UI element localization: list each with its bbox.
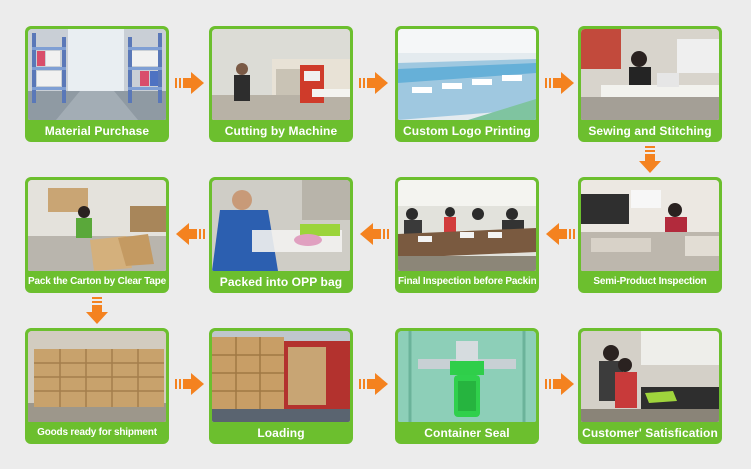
step-label: Material Purchase — [44, 124, 150, 138]
step-card-custom-logo-printing: Custom Logo Printing — [395, 26, 539, 142]
photo-warehouse-shelves — [28, 29, 166, 120]
arrow-down-icon — [638, 146, 662, 174]
step-label: Custom Logo Printing — [403, 124, 531, 138]
photo-customers — [581, 331, 719, 422]
photo-carton-packing — [28, 180, 166, 271]
step-label: Container Seal — [424, 426, 510, 440]
step-card-customer-satisfication: Customer' Satisfication — [578, 328, 722, 444]
step-card-semi-product-inspection: Semi-Product Inspection — [578, 177, 722, 293]
step-card-sewing-and-stitching: Sewing and Stitching — [578, 26, 722, 142]
arrow-left-icon — [545, 222, 575, 246]
step-card-container-seal: Container Seal — [395, 328, 539, 444]
photo-stacked-cartons — [28, 331, 166, 422]
arrow-down-icon — [85, 297, 109, 325]
photo-container-seal — [398, 331, 536, 422]
arrow-left-icon — [175, 222, 205, 246]
arrow-right-icon — [359, 71, 389, 95]
arrow-right-icon — [545, 71, 575, 95]
step-label: Sewing and Stitching — [588, 124, 712, 138]
photo-inspection-worker — [581, 180, 719, 271]
step-label: Loading — [257, 426, 305, 440]
step-label: Packed into OPP bag — [219, 275, 343, 289]
step-card-cutting-by-machine: Cutting by Machine — [209, 26, 353, 142]
photo-sewing-worker — [581, 29, 719, 120]
arrow-right-icon — [359, 372, 389, 396]
step-card-final-inspection: Final Inspection before Packing — [395, 177, 539, 293]
step-label: Goods ready for shipment — [37, 427, 157, 438]
step-card-packed-into-opp-bag: Packed into OPP bag — [209, 177, 353, 293]
photo-cutting-machine — [212, 29, 350, 120]
step-label: Semi-Product Inspection — [593, 276, 707, 287]
step-card-pack-the-carton: Pack the Carton by Clear Tape — [25, 177, 169, 293]
photo-container-loading — [212, 331, 350, 422]
step-label: Pack the Carton by Clear Tape — [28, 276, 166, 287]
arrow-right-icon — [175, 372, 205, 396]
step-card-goods-ready: Goods ready for shipment — [25, 328, 169, 444]
photo-printing-table — [398, 29, 536, 120]
step-label: Final Inspection before Packing — [398, 276, 536, 287]
photo-final-inspection-line — [398, 180, 536, 271]
photo-bagging-worker — [212, 180, 350, 271]
arrow-left-icon — [359, 222, 389, 246]
step-label: Cutting by Machine — [224, 124, 338, 138]
arrow-right-icon — [545, 372, 575, 396]
arrow-right-icon — [175, 71, 205, 95]
step-card-loading: Loading — [209, 328, 353, 444]
step-card-material-purchase: Material Purchase — [25, 26, 169, 142]
step-label: Customer' Satisfication — [582, 426, 718, 440]
